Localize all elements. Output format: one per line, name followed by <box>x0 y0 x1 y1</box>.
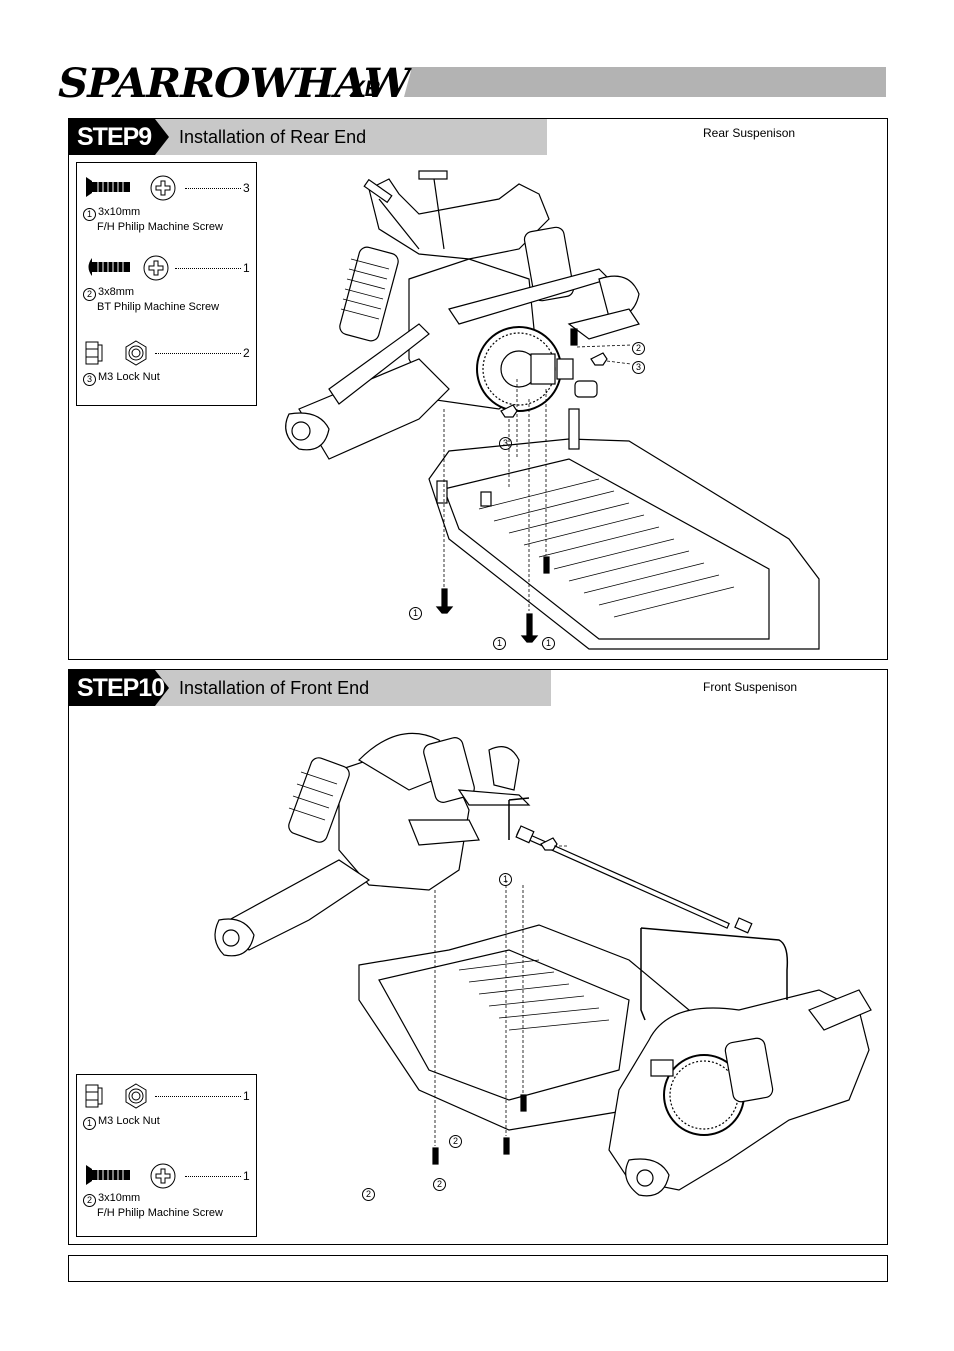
leader-line <box>185 1176 241 1177</box>
callout-number: 2 <box>362 1184 377 1201</box>
step10-title: Installation of Front End <box>179 678 370 698</box>
part-number: 2 <box>83 288 96 301</box>
footer-bar <box>68 1255 888 1282</box>
part-qty: 2 <box>243 346 250 360</box>
part-qty: 1 <box>243 261 250 275</box>
step9-label: Rear Suspenison <box>703 126 796 140</box>
step9-panel: STEP9 Installation of Rear End Rear Susp… <box>68 118 888 660</box>
part-number: 3 <box>83 373 96 386</box>
lock-nut-icon <box>85 340 147 366</box>
callout-number: 3 <box>632 357 647 374</box>
callout-number: 1 <box>409 603 424 620</box>
callout-number: 2 <box>449 1131 464 1148</box>
part-qty: 1 <box>243 1169 250 1183</box>
step9-title: Installation of Rear End <box>179 127 367 147</box>
callout-number: 2 <box>433 1174 448 1191</box>
rear-assembly-diagram <box>285 170 820 650</box>
button-head-screw-icon <box>88 258 130 276</box>
lock-nut-icon <box>85 1083 147 1109</box>
callout-number: 2 <box>632 338 647 355</box>
part-number: 2 <box>83 1194 96 1207</box>
callout-number: 1 <box>493 633 508 650</box>
leader-line <box>155 353 241 354</box>
phillips-head-icon <box>143 255 169 281</box>
brand-logo: SPARROWHAWK XB <box>58 60 446 116</box>
step10-tab: STEP10 <box>69 670 169 706</box>
logo-suffix: XB <box>350 76 381 101</box>
logo-name: SPARROWHAWK <box>58 60 446 107</box>
step10-panel: STEP10 Installation of Front End Front S… <box>68 669 888 1245</box>
part-qty: 1 <box>243 1089 250 1103</box>
front-assembly-diagram <box>214 732 872 1197</box>
header-bar <box>404 67 886 97</box>
phillips-head-icon <box>150 1163 176 1189</box>
flat-head-screw-icon <box>86 177 130 197</box>
part-qty: 3 <box>243 181 250 195</box>
callout-number: 1 <box>542 633 557 650</box>
phillips-head-icon <box>150 175 176 201</box>
part-number: 1 <box>83 1117 96 1130</box>
part-number: 1 <box>83 208 96 221</box>
step10-label: Front Suspenison <box>703 680 798 694</box>
callout-number: 3 <box>499 433 514 450</box>
leader-line <box>155 1096 241 1097</box>
callout-number: 1 <box>499 869 514 886</box>
step9-tab: STEP9 <box>69 119 169 155</box>
leader-line <box>185 188 241 189</box>
flat-head-screw-icon <box>86 1165 130 1185</box>
leader-line <box>175 268 241 269</box>
